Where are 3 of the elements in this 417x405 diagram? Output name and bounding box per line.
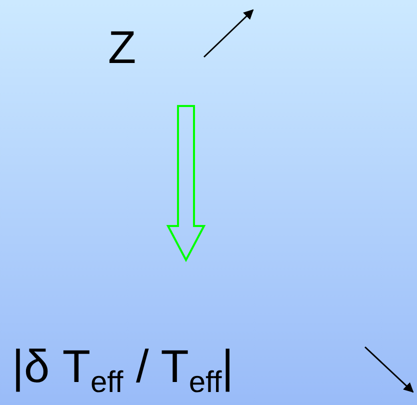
- arrow: [166, 105, 206, 262]
- formula-text: Z: [108, 24, 136, 70]
- formula-text: |δ T$_{eff}$ / T$_{eff}$|: [12, 343, 234, 398]
